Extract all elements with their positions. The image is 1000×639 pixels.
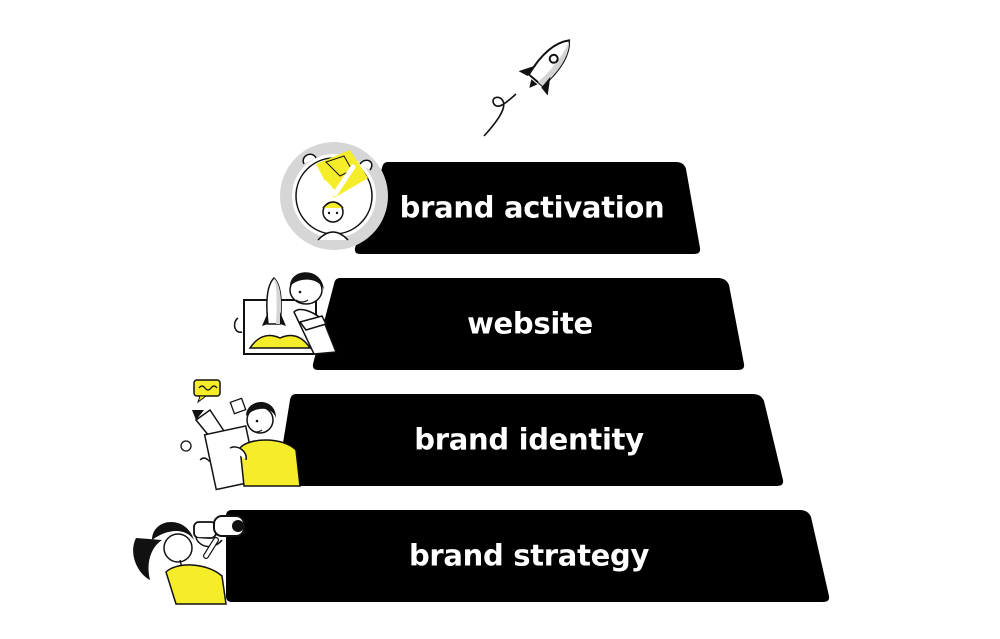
tier-label-brand-identity: brand identity [414, 422, 644, 457]
rocket-icon [518, 39, 571, 96]
person-with-rocket-laptop-icon [233, 272, 338, 355]
tier-shape-brand-identity [277, 394, 784, 486]
tier-label-brand-strategy: brand strategy [408, 538, 650, 573]
rocket-trail [483, 93, 517, 137]
person-holding-ring-with-checkmark-icon [280, 142, 388, 250]
person-with-pencil-and-sketches-icon [180, 379, 301, 491]
tier-shape-brand-activation [354, 162, 701, 254]
tier-label-brand-activation: brand activation [399, 190, 665, 225]
tier-shape-brand-strategy [226, 510, 830, 602]
tier-label-website: website [467, 306, 593, 341]
person-with-binoculars-icon [133, 515, 245, 605]
tier-shape-website [312, 278, 745, 370]
